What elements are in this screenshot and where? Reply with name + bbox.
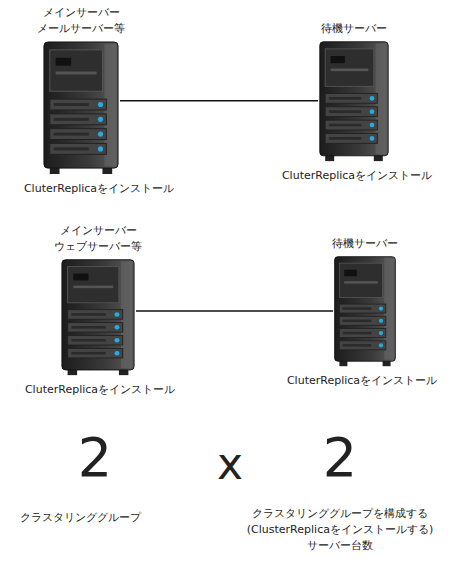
- count-figure: 2: [305, 428, 375, 487]
- server-node: メインサーバー メールサーバー等CluterReplicaをインストール: [42, 40, 120, 175]
- count-caption: クラスタリンググループ: [20, 510, 170, 526]
- server-role: メインサーバー メールサーバー等: [26, 5, 136, 37]
- server-icon: [333, 255, 397, 367]
- install-note: CluterReplicaをインストール: [24, 181, 174, 197]
- server-role: 待機サーバー: [299, 21, 409, 37]
- server-icon: [318, 40, 390, 162]
- link-line: [136, 310, 333, 312]
- link-line: [120, 100, 318, 102]
- count-figure: x: [205, 440, 255, 488]
- server-icon: [42, 40, 120, 175]
- count-figure: 2: [60, 428, 130, 487]
- install-note: CluterReplicaをインストール: [282, 168, 432, 184]
- server-icon: [60, 258, 136, 376]
- server-node: 待機サーバーCluterReplicaをインストール: [333, 255, 397, 367]
- server-node: メインサーバー ウェブサーバー等CluterReplicaをインストール: [60, 258, 136, 376]
- install-note: CluterReplicaをインストール: [25, 382, 175, 398]
- server-role: メインサーバー ウェブサーバー等: [43, 223, 153, 255]
- server-node: 待機サーバーCluterReplicaをインストール: [318, 40, 390, 162]
- server-role: 待機サーバー: [310, 236, 420, 252]
- count-caption: クラスタリンググループを構成する (ClusterReplicaをインストールす…: [225, 506, 455, 554]
- install-note: CluterReplicaをインストール: [287, 373, 437, 389]
